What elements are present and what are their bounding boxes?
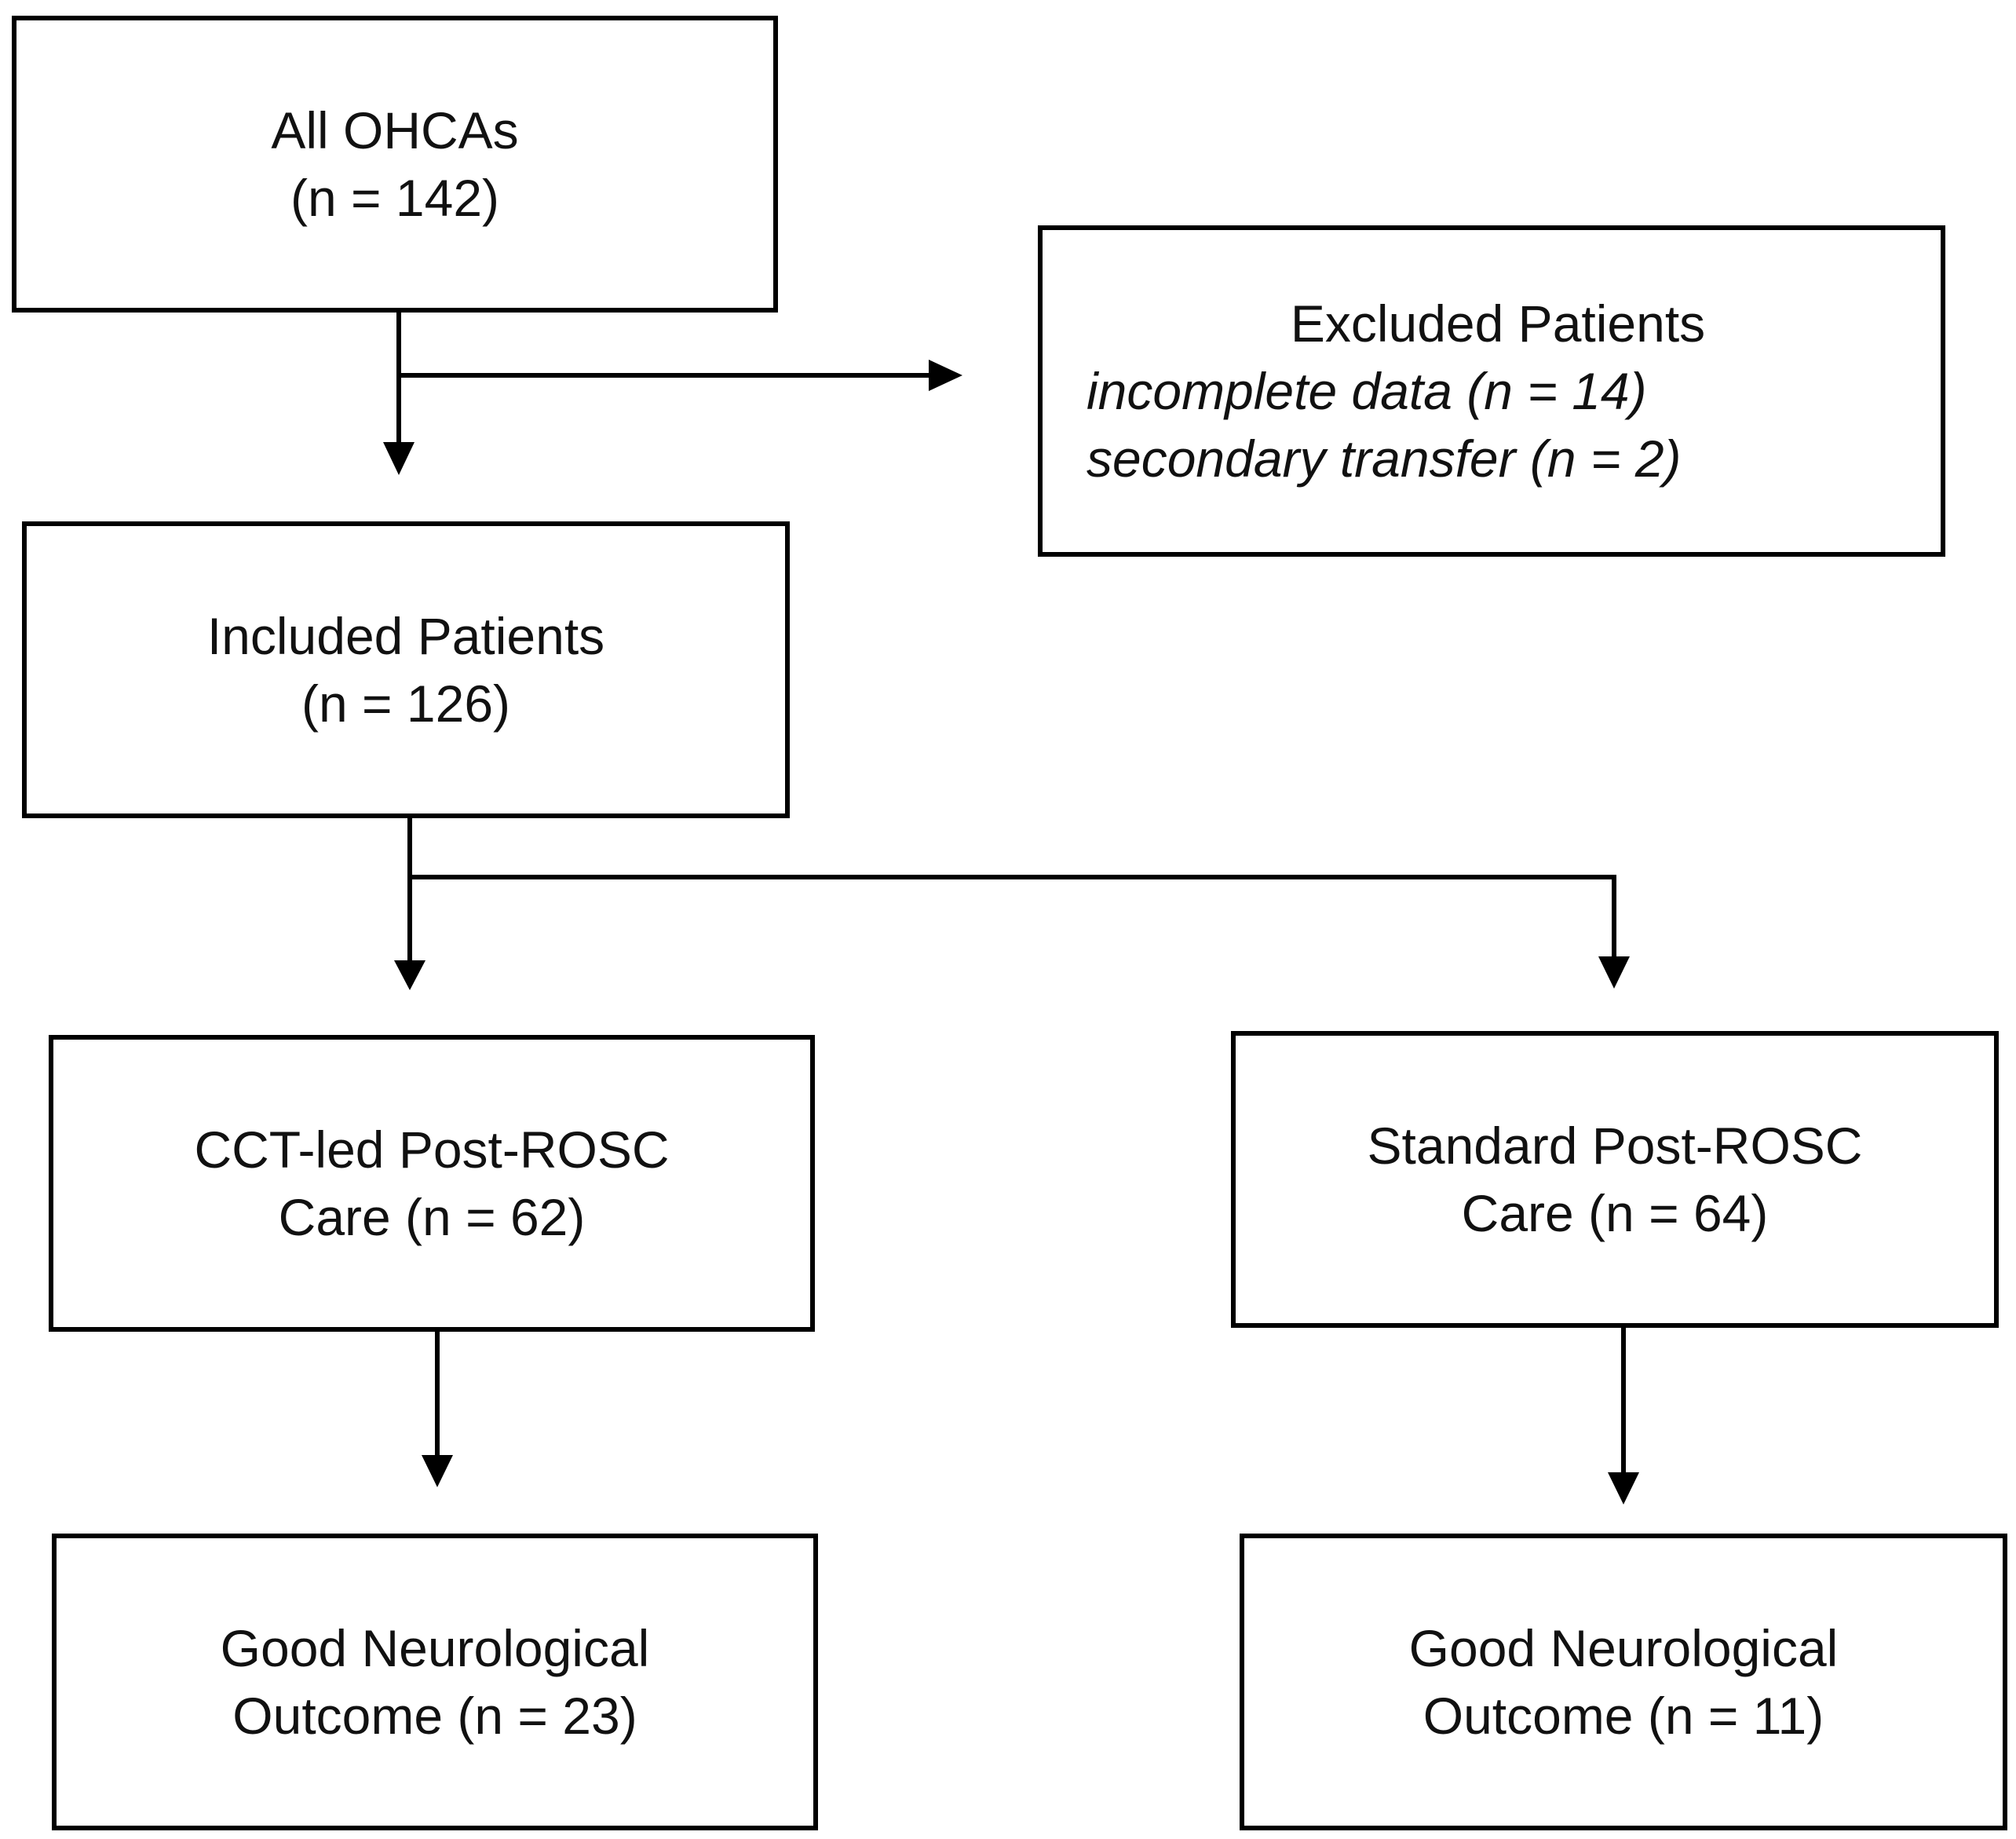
standard-care-box: Standard Post-ROSC Care (n = 64) bbox=[1231, 1031, 1999, 1328]
cct-led-care-line1: CCT-led Post-ROSC bbox=[194, 1121, 670, 1179]
excluded-patients-title: Excluded Patients bbox=[1290, 294, 1706, 353]
cct-good-outcome-line2: Outcome (n = 23) bbox=[232, 1687, 637, 1745]
cct-led-care-box: CCT-led Post-ROSC Care (n = 62) bbox=[49, 1035, 815, 1332]
excluded-reason-incomplete-data: incomplete data (n = 14) bbox=[1087, 362, 1647, 420]
standard-good-outcome-box: Good Neurological Outcome (n = 11) bbox=[1240, 1534, 2007, 1830]
included-patients-label: Included Patients bbox=[206, 607, 605, 665]
arrowhead-right-icon bbox=[929, 360, 962, 391]
standard-care-line1: Standard Post-ROSC bbox=[1367, 1117, 1863, 1175]
arrowhead-down-icon bbox=[383, 442, 415, 475]
all-ohcas-box: All OHCAs (n = 142) bbox=[12, 16, 778, 313]
all-ohcas-label: All OHCAs bbox=[271, 101, 519, 159]
cct-led-care-line2: Care (n = 62) bbox=[278, 1188, 586, 1246]
arrowhead-down-icon bbox=[1608, 1472, 1639, 1504]
cct-good-outcome-box: Good Neurological Outcome (n = 23) bbox=[52, 1534, 818, 1830]
arrowhead-down-icon bbox=[394, 960, 425, 990]
arrowhead-down-icon bbox=[1598, 956, 1630, 989]
included-patients-count: (n = 126) bbox=[301, 675, 510, 733]
cct-good-outcome-line1: Good Neurological bbox=[220, 1619, 650, 1677]
all-ohcas-count: (n = 142) bbox=[290, 169, 499, 227]
standard-good-outcome-line1: Good Neurological bbox=[1408, 1619, 1839, 1677]
excluded-reason-secondary-transfer: secondary transfer (n = 2) bbox=[1087, 430, 1682, 488]
arrowhead-down-icon bbox=[422, 1455, 453, 1487]
standard-good-outcome-line2: Outcome (n = 11) bbox=[1423, 1687, 1824, 1745]
included-patients-box: Included Patients (n = 126) bbox=[22, 521, 790, 818]
excluded-patients-box: Excluded Patients incomplete data (n = 1… bbox=[1038, 225, 1945, 557]
standard-care-line2: Care (n = 64) bbox=[1461, 1184, 1769, 1242]
